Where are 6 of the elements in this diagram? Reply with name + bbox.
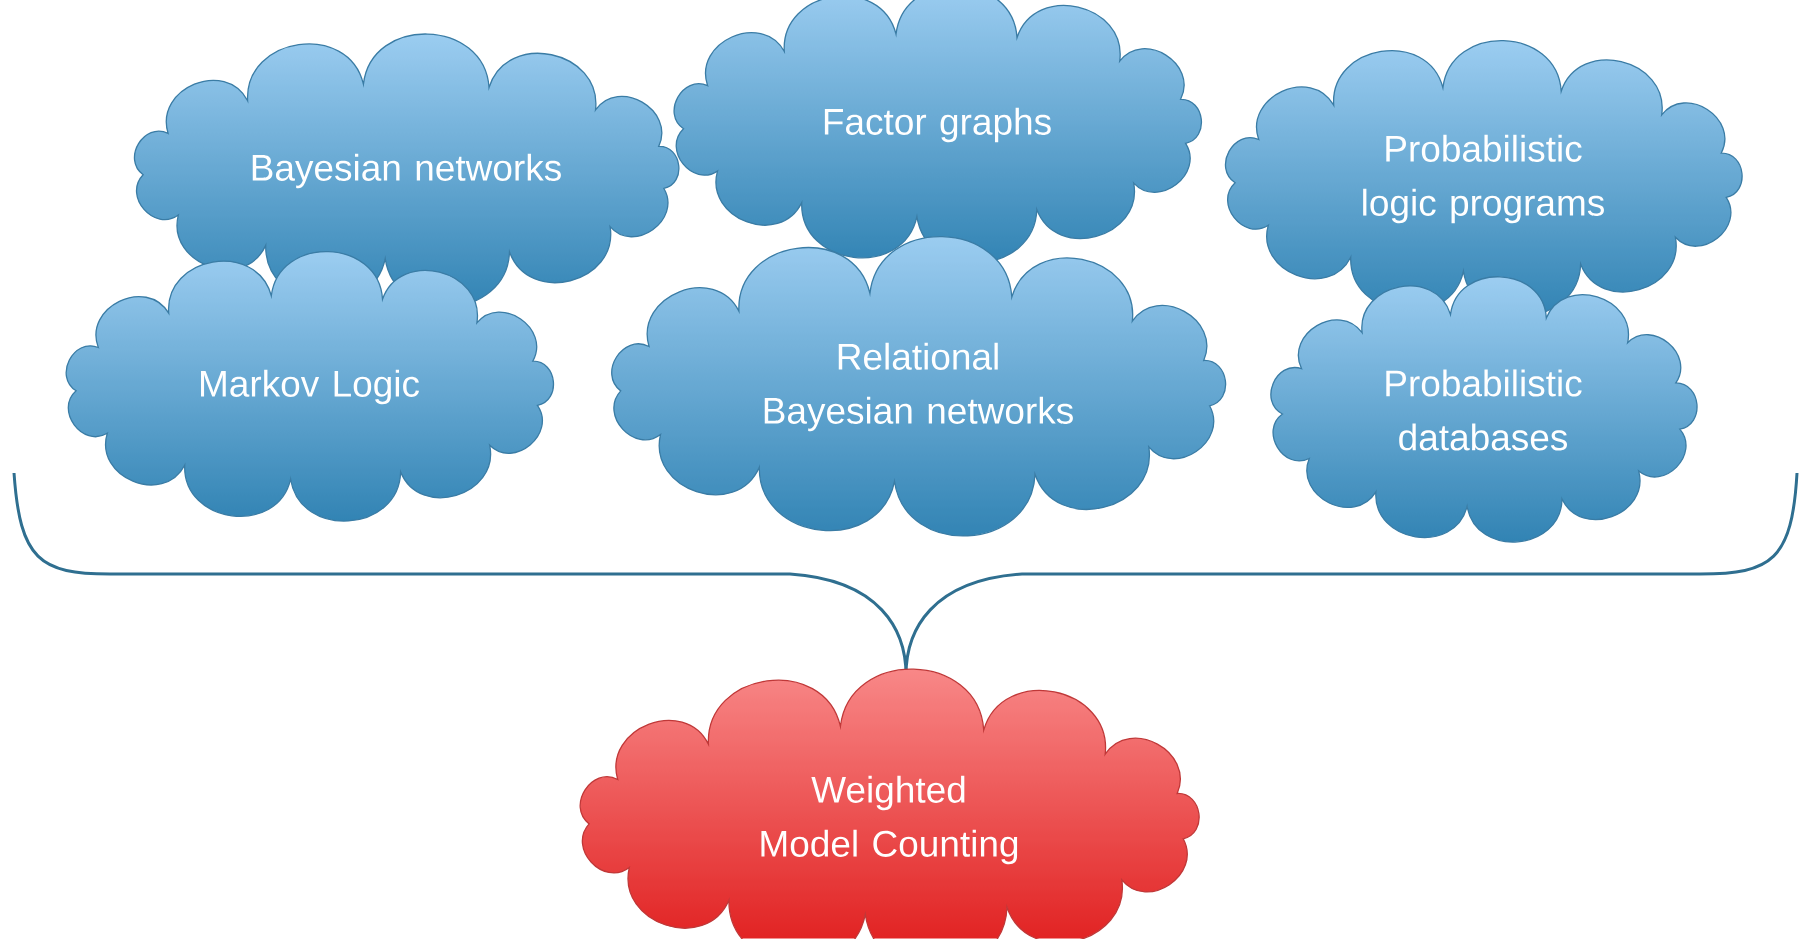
cloud: Probabilistic logic programs — [1224, 40, 1743, 317]
cloud: Markov Logic — [65, 251, 555, 522]
cloud: Bayesian networks — [133, 33, 680, 308]
cloud: Probabilistic databases — [1270, 276, 1698, 543]
cloud: Weighted Model Counting — [579, 668, 1200, 939]
cloud: Relational Bayesian networks — [611, 236, 1227, 537]
